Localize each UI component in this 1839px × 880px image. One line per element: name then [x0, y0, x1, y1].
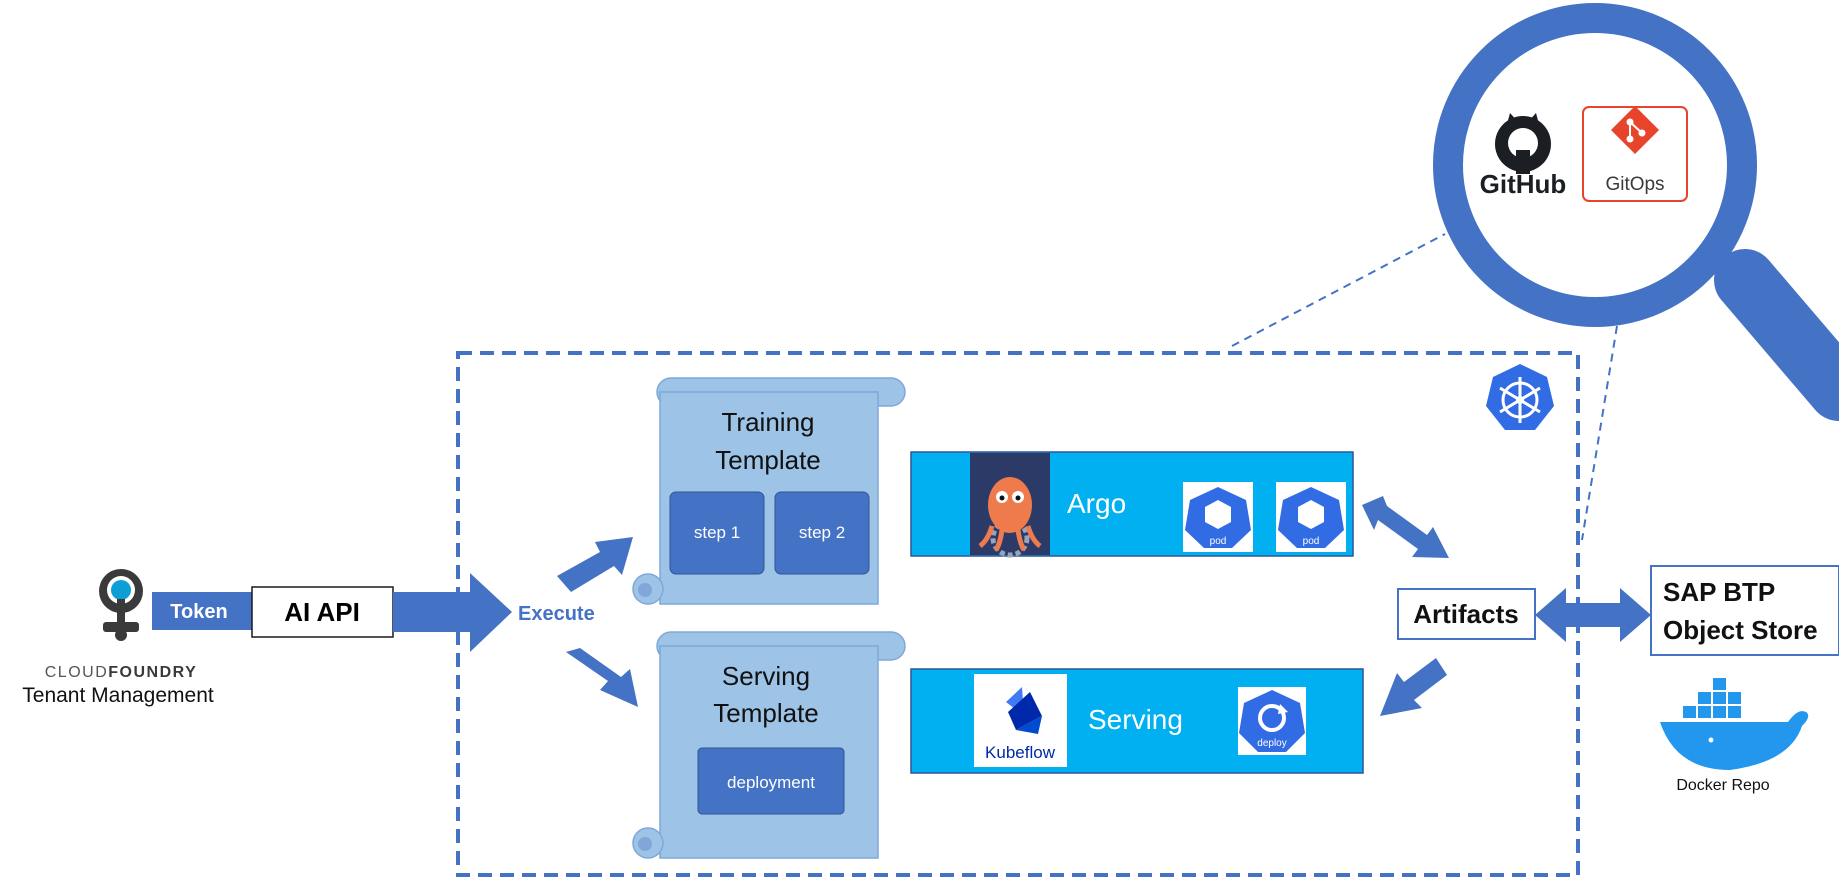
kubernetes-icon [1486, 364, 1554, 430]
cloudfoundry-brand-bold: FOUNDRY [108, 664, 197, 681]
magnifier [1433, 3, 1839, 421]
pod-label-1: pod [1210, 536, 1227, 547]
step1-box [669, 491, 765, 575]
serving-template-title-line2: Template [713, 698, 819, 728]
object-store-line2: Object Store [1663, 615, 1818, 645]
github-logo: GitHub [1480, 113, 1567, 199]
ai-api-label: AI API [284, 597, 360, 627]
gitops-logo: GitOps [1582, 105, 1688, 202]
pod-icon-2: pod [1276, 482, 1346, 552]
kubeflow-label: Kubeflow [985, 743, 1056, 762]
argo-artifacts-arrow [1362, 496, 1449, 558]
artifacts-to-serving-arrow [1380, 658, 1447, 716]
kubeflow-logo: Kubeflow [974, 674, 1067, 767]
step2-label: step 2 [799, 523, 845, 542]
cloudfoundry-logo [99, 569, 143, 641]
artifacts-objectstore-arrow [1535, 588, 1651, 642]
pod-icon-1: pod [1183, 482, 1253, 552]
deploy-icon: deploy [1238, 687, 1306, 755]
zoom-line-right [1581, 325, 1618, 541]
zoom-line-left [1231, 233, 1446, 347]
docker-caption: Docker Repo [1676, 777, 1769, 794]
argo-logo [970, 453, 1050, 558]
deploy-label: deploy [1257, 738, 1286, 749]
execute-arrow [393, 573, 512, 652]
step2-box [774, 491, 870, 575]
cloudfoundry-brand-light: CLOUD [45, 664, 109, 681]
argo-label: Argo [1067, 488, 1126, 519]
token-label: Token [170, 601, 227, 623]
arrow-to-training [557, 537, 633, 592]
deployment-box [697, 747, 845, 815]
cloudfoundry-brand: CLOUDFOUNDRY [45, 664, 198, 681]
ai-api-box [251, 586, 394, 638]
artifacts-box [1397, 588, 1536, 640]
arrow-to-serving [566, 648, 638, 707]
gitops-label: GitOps [1605, 174, 1664, 195]
object-store-box [1650, 565, 1839, 656]
training-template-title-line1: Training [722, 407, 815, 437]
serving-template-title-line1: Serving [722, 661, 810, 691]
token-box [152, 592, 252, 630]
step1-label: step 1 [694, 523, 740, 542]
deployment-label: deployment [727, 773, 815, 792]
github-label: GitHub [1480, 169, 1567, 199]
execute-label: Execute [518, 603, 595, 625]
object-store-line1: SAP BTP [1663, 577, 1775, 607]
tenant-management-caption: Tenant Management [22, 684, 214, 707]
pod-label-2: pod [1303, 536, 1320, 547]
serving-label: Serving [1088, 704, 1183, 735]
docker-logo [1660, 678, 1809, 770]
training-template-title-line2: Template [715, 445, 821, 475]
artifacts-label: Artifacts [1413, 599, 1518, 629]
